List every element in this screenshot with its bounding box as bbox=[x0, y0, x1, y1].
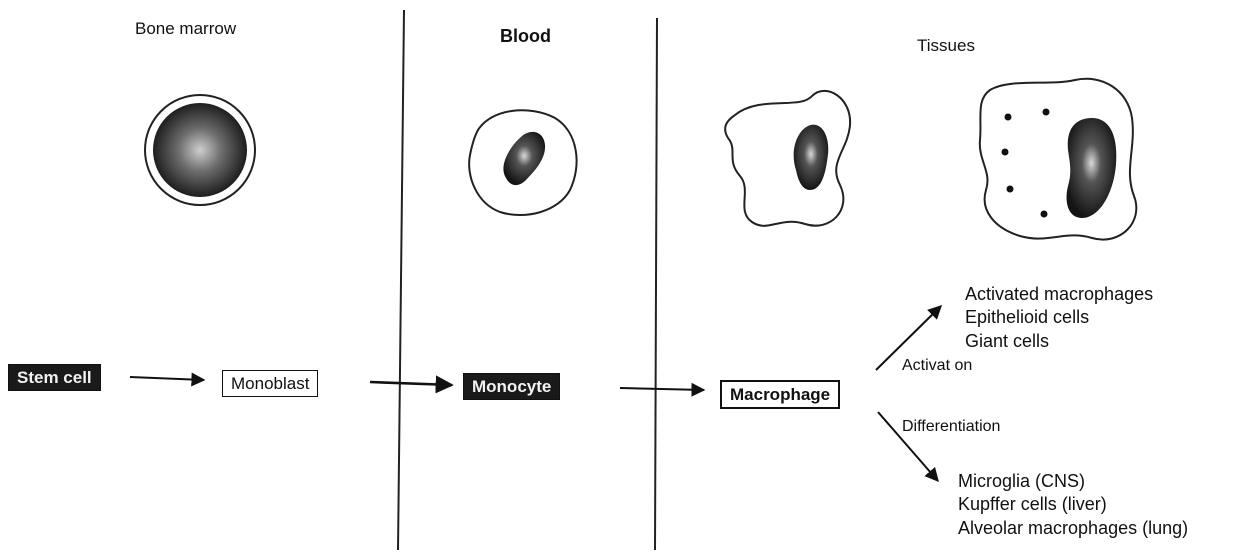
differentiation-label: Differentiation bbox=[902, 419, 1000, 435]
section-title-bone-marrow: Bone marrow bbox=[135, 20, 236, 37]
arrow-monocyte-to-macrophage bbox=[620, 388, 704, 390]
macrophage-box: Macrophage bbox=[720, 380, 840, 409]
granule-dot bbox=[1007, 186, 1014, 193]
alveolar-macrophages-item: Alveolar macrophages (lung) bbox=[958, 517, 1188, 540]
granule-dot bbox=[1002, 149, 1009, 156]
differentiation-products-list: Microglia (CNS) Kupffer cells (liver) Al… bbox=[958, 470, 1188, 540]
giant-cells-item: Giant cells bbox=[955, 330, 1153, 353]
arrow-stem-to-monoblast bbox=[130, 377, 204, 380]
stem-cell-illustration bbox=[145, 95, 255, 205]
kupffer-cells-item: Kupffer cells (liver) bbox=[958, 493, 1188, 516]
arrow-monoblast-to-monocyte bbox=[370, 382, 452, 385]
activated-macrophages-item: Activated macrophages bbox=[955, 283, 1153, 306]
microglia-item: Microglia (CNS) bbox=[958, 470, 1188, 493]
stem-cell-box: Stem cell bbox=[8, 364, 101, 391]
activated-macrophage-illustration bbox=[980, 79, 1137, 240]
activation-products-list: Activated macrophages Epithelioid cells … bbox=[955, 283, 1153, 353]
section-title-blood: Blood bbox=[500, 27, 551, 45]
epithelioid-cells-item: Epithelioid cells bbox=[955, 306, 1153, 329]
monoblast-box: Monoblast bbox=[222, 370, 318, 397]
granule-dot bbox=[1043, 109, 1050, 116]
monocyte-box: Monocyte bbox=[463, 373, 560, 400]
activation-label: Activat on bbox=[902, 358, 972, 374]
granule-dot bbox=[1005, 114, 1012, 121]
macrophage-illustration bbox=[725, 91, 850, 226]
divider-blood-tissues bbox=[655, 18, 657, 550]
granule-dot bbox=[1041, 211, 1048, 218]
monocyte-illustration bbox=[469, 110, 576, 215]
divider-bone-marrow-blood bbox=[398, 10, 404, 550]
section-title-tissues: Tissues bbox=[917, 37, 975, 54]
